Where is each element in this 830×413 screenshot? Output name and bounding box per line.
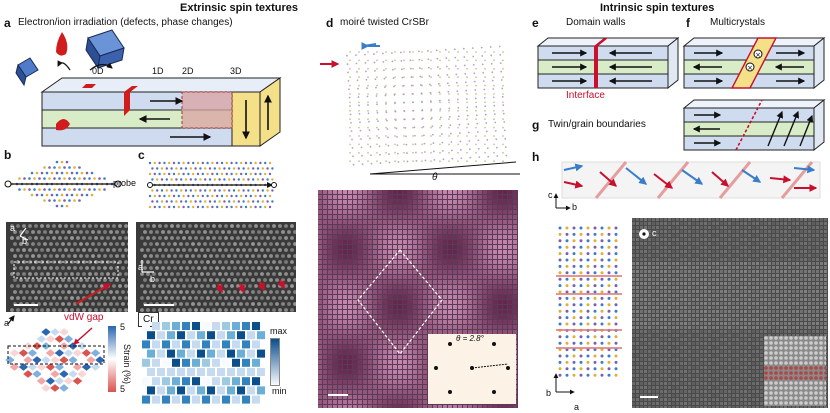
heatmap-max: max [270,326,288,336]
projectile-drop-icon [56,32,68,56]
lattice-c-diagram [147,161,277,209]
strain-colorbar [108,326,116,392]
stem-left-axis-b: b [22,236,28,246]
panel-b-label: b [4,148,12,162]
grain-boundary-lattice [553,226,622,395]
projectile-cube-small-icon [15,57,39,87]
fft-theta-label: θ = 2.8° [456,334,484,343]
stem-mid-axis-a: a [138,262,144,272]
domain-wall-diagram [536,36,680,90]
strain-tick-top: 5 [120,322,126,332]
h-axis-c: c [548,190,553,200]
interface-label: Interface [566,90,605,101]
dim-2d: 2D [182,66,194,76]
lattice-b-diagram [4,160,122,208]
stem-c-label: c [652,228,657,238]
panel-a-title: Electron/ion irradiation (defects, phase… [18,17,233,28]
heatmap-colorbar [270,338,280,386]
panel-e-label: e [532,16,539,30]
moire-lattice-diagram [320,42,520,175]
panel-g-title: Twin/grain boundaries [548,119,646,130]
cr-heatmap [142,322,265,404]
svg-text:×: × [755,51,761,59]
irradiation-slab-diagram [15,29,282,147]
panel-d-label: d [326,16,334,30]
panel-a-label: a [4,16,11,30]
twin-boundary-diagram [682,98,826,152]
strain-axis-a: a [4,318,10,328]
strain-label: Strain (%) [122,344,132,385]
strain-diamond-map [4,315,106,393]
extrinsic-header: Extrinsic spin textures [180,2,298,14]
boundary-inset [764,336,826,406]
strain-tick-bottom: 5 [120,384,126,394]
dim-1d: 1D [152,66,164,76]
dim-0d: 0D [92,66,104,76]
intrinsic-header: Intrinsic spin textures [600,2,715,14]
boundary-stem-image [632,218,828,408]
panel-f-label: f [686,16,690,30]
lattice-axis-b: b [546,388,552,398]
panel-g-label: g [532,118,540,132]
stem-mid-axis-b: b [150,274,156,284]
stem-image-middle [136,222,296,312]
theta-label: θ [432,172,438,183]
panel-d-title: moiré twisted CrSBr [340,17,429,28]
stem-image-left [6,222,128,312]
svg-text:×: × [747,64,753,72]
spin-texture-stripe [553,161,821,211]
stem-left-axis-a: a [10,223,16,233]
fft-inset [428,334,516,404]
lattice-axis-a: a [574,402,580,412]
projectile-cube-large-icon [85,29,125,70]
panel-e-title: Domain walls [566,17,626,28]
probe-label: probe [113,178,137,188]
multicrystal-diagram: × × [682,36,826,90]
panel-f-title: Multicrystals [710,17,766,28]
h-axis-b: b [572,202,578,212]
heatmap-min: min [272,386,287,396]
panel-h-label: h [532,150,540,164]
moire-stem-image [318,190,518,408]
dim-3d: 3D [230,66,242,76]
vdw-gap-label: vdW gap [64,312,104,323]
panel-c-label: c [138,148,145,162]
